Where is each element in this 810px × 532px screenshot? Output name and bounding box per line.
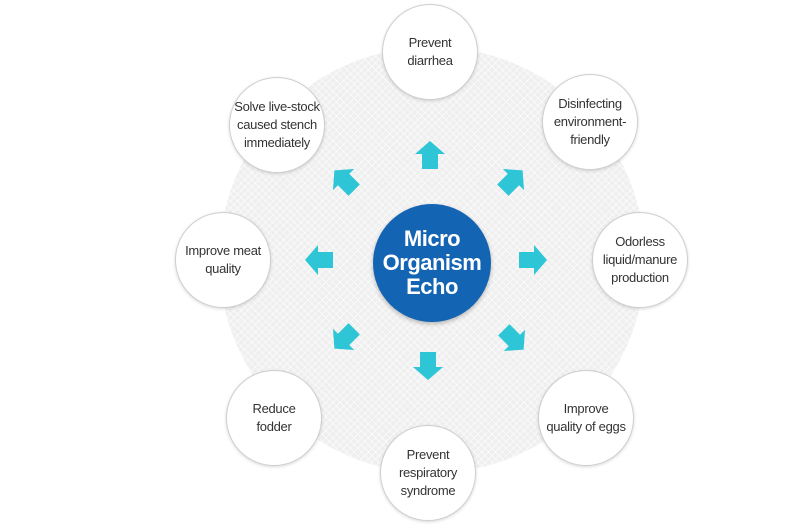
block-arrow-icon	[496, 322, 530, 356]
node-label-line: Disinfecting	[558, 96, 622, 111]
node-label-line: Improve meat	[185, 243, 261, 258]
node-label-line: respiratory	[398, 465, 458, 480]
node-label-line: quality of eggs	[546, 419, 626, 434]
node-label-line: fodder	[256, 419, 292, 434]
node-label-line: quality	[205, 261, 241, 276]
node-label-line: production	[611, 270, 669, 285]
block-arrow-icon	[411, 348, 445, 382]
center-line-3: Echo	[406, 274, 458, 299]
block-arrow-icon	[303, 243, 337, 277]
node-solve-stench: Solve live-stock caused stench immediately	[229, 77, 325, 173]
node-reduce-fodder: Reduce fodder	[226, 370, 322, 466]
node-label-line: immediately	[243, 135, 311, 150]
block-arrow-icon	[328, 164, 362, 198]
node-label-line: Reduce	[252, 401, 296, 416]
node-prevent-respiratory: Prevent respiratory syndrome	[380, 425, 476, 521]
node-odorless: Odorless liquid/manure production	[592, 212, 688, 308]
node-label-line: Prevent	[408, 35, 452, 50]
node-label-line: Solve live-stock	[234, 99, 320, 114]
node-prevent-diarrhea: Prevent diarrhea	[382, 4, 478, 100]
node-label-line: Odorless	[615, 234, 665, 249]
center-line-2: Organism	[382, 250, 482, 275]
node-label-line: syndrome	[400, 483, 456, 498]
node-improve-meat: Improve meat quality	[175, 212, 271, 308]
node-label-line: friendly	[570, 132, 610, 147]
node-improve-eggs: Improve quality of eggs	[538, 370, 634, 466]
node-label-line: diarrhea	[407, 53, 453, 68]
block-arrow-icon	[328, 321, 362, 355]
node-label-line: Prevent	[406, 447, 450, 462]
node-label-line: caused stench	[237, 117, 317, 132]
node-label-line: environment-	[553, 114, 627, 129]
block-arrow-icon	[515, 243, 549, 277]
block-arrow-icon	[413, 139, 447, 173]
center-circle: Micro Organism Echo	[373, 204, 491, 322]
node-disinfecting: Disinfecting environment-friendly	[542, 74, 638, 170]
node-label-line: liquid/manure	[602, 252, 678, 267]
center-line-1: Micro	[403, 226, 461, 251]
block-arrow-icon	[495, 164, 529, 198]
node-label-line: Improve	[563, 401, 609, 416]
